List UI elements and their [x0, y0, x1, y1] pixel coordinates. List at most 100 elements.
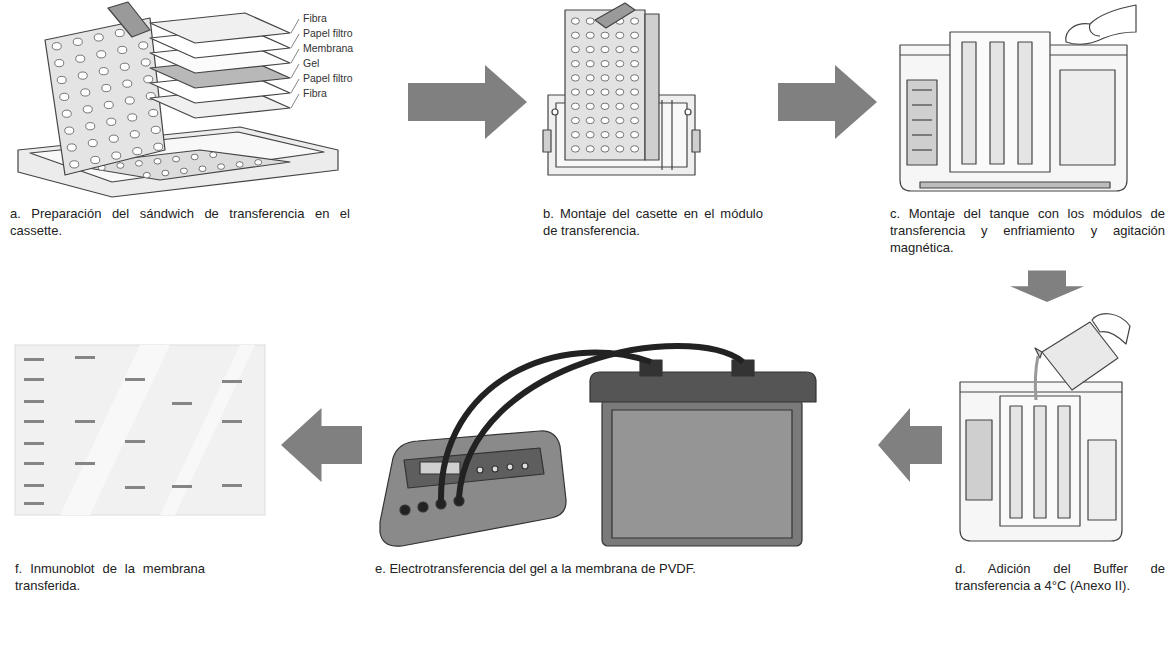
step-panel: e. Electrotransferencia del gel a la mem… [370, 325, 870, 605]
buffer-illustration-part [1088, 440, 1116, 520]
buffer-illustration-part [960, 391, 1122, 392]
buffer-illustration-part [1058, 406, 1070, 518]
module-illustration-part [671, 100, 672, 170]
layer-label: Papel filtro [303, 28, 353, 40]
cassette-illustration-part [150, 13, 290, 43]
electrotransfer-illustration-part [404, 448, 544, 488]
protein-band [24, 358, 44, 361]
protein-band [24, 400, 44, 403]
cassette-hole [133, 148, 142, 155]
leader-lines-part [291, 34, 299, 48]
module-illustration-part [692, 130, 700, 152]
membrane-illustration [15, 345, 265, 515]
cassette-hole [112, 152, 121, 159]
layer-label: Papel filtro [303, 73, 353, 85]
electrotransfer-illustration-part [418, 502, 428, 512]
tank-illustration-part [912, 134, 932, 135]
protein-band [75, 356, 95, 359]
cassette-hole [571, 146, 579, 152]
layer-label: Fibra [303, 88, 327, 100]
cassette-hole [586, 146, 594, 152]
tank-illustration-part [1066, 5, 1136, 44]
protein-band [24, 462, 44, 465]
tank-illustration-part [907, 80, 937, 165]
cassette-hole [616, 103, 624, 109]
cassette-hole [117, 163, 124, 169]
tank-illustration [900, 5, 1136, 191]
electrotransfer-illustration-part [612, 410, 792, 538]
tank-illustration-part [990, 42, 1004, 164]
cassette-hole [162, 170, 169, 176]
protein-band [125, 486, 145, 489]
protein-band [172, 485, 192, 488]
cassette-hole [149, 109, 158, 116]
cassette-hole [62, 110, 71, 117]
buffer-illustration-part [960, 382, 1122, 541]
step-caption: c. Montaje del tanque con los módulos de… [890, 205, 1165, 256]
cassette-hole [571, 61, 579, 67]
tank-illustration-part [912, 89, 932, 90]
cassette-hole [586, 32, 594, 38]
electrotransfer-illustration-part [590, 372, 816, 402]
electrotransfer-illustration-part [400, 505, 410, 515]
electrotransfer-illustration-part [454, 496, 464, 506]
cassette-hole [586, 61, 594, 67]
protein-band [24, 484, 44, 487]
leader-lines-part [291, 94, 299, 108]
cassette-hole [631, 46, 639, 52]
electrotransfer-illustration-part [492, 466, 498, 472]
cassette-hole [83, 106, 92, 113]
cassette-hole [586, 18, 594, 24]
flow-arrow [408, 65, 527, 139]
cassette-illustration-part [108, 2, 150, 37]
cassette-hole [631, 18, 639, 24]
module-illustration-part [685, 109, 691, 115]
cassette-hole [571, 18, 579, 24]
cassette-hole [616, 75, 624, 81]
cassette-hole [86, 123, 95, 130]
electrotransfer-illustration-part [477, 467, 483, 473]
cassette-hole [91, 156, 100, 163]
electrotransfer-illustration-part [441, 353, 651, 500]
electrotransfer-illustration-part [436, 499, 446, 509]
cassette-hole [616, 146, 624, 152]
cassette-hole [586, 75, 594, 81]
cassette-hole [154, 143, 163, 150]
cassette-hole [144, 76, 153, 83]
cassette-hole [601, 61, 609, 67]
cassette-hole [571, 132, 579, 138]
protein-band [24, 420, 44, 423]
cassette-hole [130, 131, 139, 138]
tank-illustration-part [912, 119, 932, 120]
cassette-hole [67, 144, 76, 151]
cassette-hole [73, 38, 82, 45]
layer-label: Membrana [303, 43, 353, 55]
leader-lines [291, 19, 299, 108]
cassette-hole [631, 89, 639, 95]
cassette-hole [616, 117, 624, 123]
cassette-hole [586, 89, 594, 95]
cassette-hole [571, 75, 579, 81]
cassette-hole [125, 97, 134, 104]
tank-illustration-part [1060, 70, 1115, 165]
cassette-hole [631, 32, 639, 38]
electrotransfer-illustration-part [522, 463, 528, 469]
cassette-hole [631, 117, 639, 123]
cassette-hole [571, 46, 579, 52]
cassette-hole [128, 114, 137, 121]
cassette-hole [601, 103, 609, 109]
cassette-hole [118, 46, 127, 53]
tank-illustration-part [920, 182, 1110, 188]
cassette-hole [210, 152, 217, 158]
electrotransfer-illustration-part [507, 464, 513, 470]
cassette-hole [88, 139, 97, 146]
cassette-hole [601, 75, 609, 81]
buffer-illustration-part [1000, 396, 1080, 526]
protein-band [75, 462, 95, 465]
cassette-hole [55, 60, 64, 67]
protein-band [125, 440, 145, 443]
cassette-hole [180, 168, 187, 174]
electrotransfer-illustration-part [602, 398, 802, 546]
